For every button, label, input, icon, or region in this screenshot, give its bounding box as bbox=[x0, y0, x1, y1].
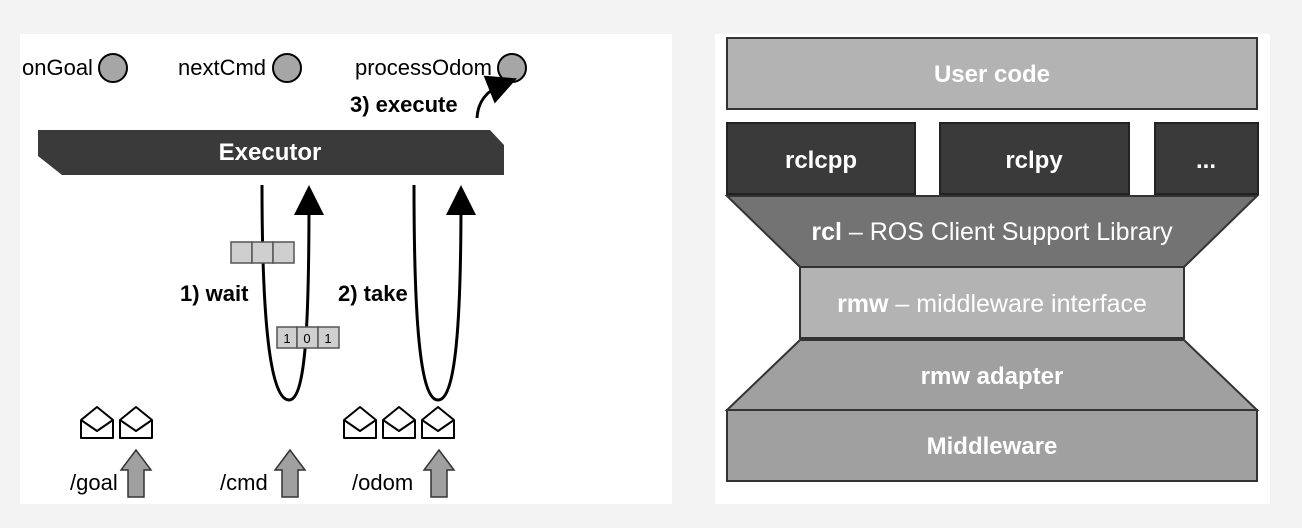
queue-bit: 1 bbox=[283, 331, 290, 346]
execute-arrow-icon bbox=[475, 75, 517, 119]
envelope-icon bbox=[80, 406, 114, 439]
queue-bit: 0 bbox=[303, 331, 310, 346]
topic-odom-label: /odom bbox=[352, 470, 413, 495]
callback-label: onGoal bbox=[22, 55, 93, 80]
topic-goal-label: /goal bbox=[70, 470, 118, 495]
callback-label: processOdom bbox=[355, 55, 492, 80]
rmw-label: rmw – middleware interface bbox=[837, 290, 1147, 318]
filled-queue: 1 0 1 bbox=[276, 326, 340, 349]
callback-ongoal: onGoal bbox=[22, 53, 128, 83]
take-loop-arrow-icon bbox=[412, 184, 476, 402]
queue-bit: 1 bbox=[324, 331, 331, 346]
topic-cmd-label: /cmd bbox=[220, 470, 268, 495]
rmw-name: rmw bbox=[837, 290, 889, 318]
execute-label: 3) execute bbox=[350, 92, 458, 117]
rcl-label: rcl – ROS Client Support Library bbox=[811, 218, 1173, 246]
rmw-adapter-label: rmw adapter bbox=[921, 363, 1064, 390]
callback-circle-icon bbox=[497, 53, 527, 83]
callback-circle-icon bbox=[98, 53, 128, 83]
middleware-label: Middleware bbox=[927, 433, 1058, 460]
client-more bbox=[1154, 122, 1259, 195]
user-code-label: User code bbox=[934, 61, 1050, 88]
client-rclcpp bbox=[726, 122, 916, 195]
up-arrow-icon bbox=[422, 448, 456, 498]
user-code-layer bbox=[726, 37, 1258, 110]
up-arrow-icon bbox=[119, 448, 153, 498]
rmw-layer bbox=[799, 266, 1185, 339]
client-label: rclpy bbox=[1005, 147, 1063, 174]
client-rclpy bbox=[939, 122, 1130, 195]
envelope-icon bbox=[382, 406, 416, 439]
wait-label: 1) wait bbox=[180, 281, 249, 306]
rcl-name: rcl bbox=[811, 218, 842, 246]
envelope-icon bbox=[421, 406, 455, 439]
callback-nextcmd: nextCmd bbox=[178, 53, 302, 83]
callback-label: nextCmd bbox=[178, 55, 266, 80]
take-label: 2) take bbox=[338, 281, 408, 306]
executor-label: Executor bbox=[219, 139, 322, 166]
empty-queue bbox=[230, 241, 295, 264]
callback-circle-icon bbox=[272, 53, 302, 83]
rcl-rest: – ROS Client Support Library bbox=[842, 218, 1173, 246]
executor-bar bbox=[38, 130, 504, 175]
wait-loop-arrow-icon bbox=[260, 184, 324, 402]
client-label: rclcpp bbox=[785, 147, 857, 174]
envelope-icon bbox=[343, 406, 377, 439]
up-arrow-icon bbox=[273, 448, 307, 498]
callback-processodom: processOdom bbox=[355, 53, 527, 83]
middleware-layer bbox=[726, 409, 1258, 482]
envelope-icon bbox=[119, 406, 153, 439]
rmw-rest: – middleware interface bbox=[888, 290, 1146, 318]
client-label: ... bbox=[1196, 147, 1216, 174]
